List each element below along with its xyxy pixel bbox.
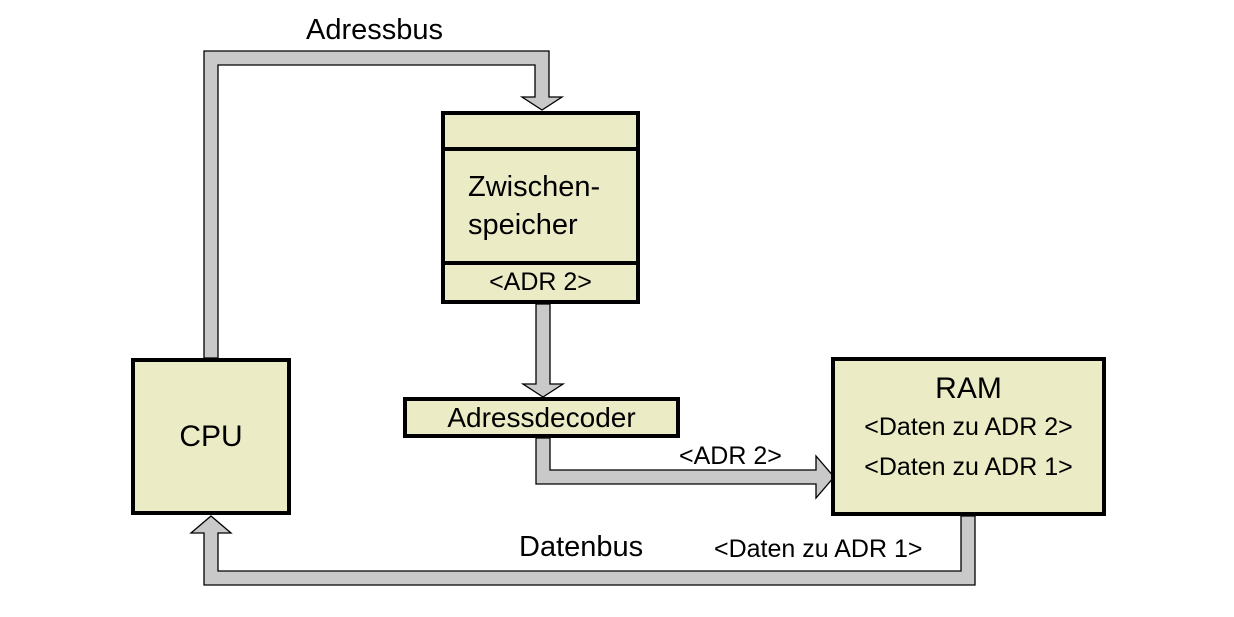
daten-zu-adr1-bus-value-label: <Daten zu ADR 1> bbox=[714, 535, 923, 563]
zwischenspeicher-empty-section bbox=[445, 115, 636, 147]
adressbus-connector bbox=[203, 50, 565, 359]
zwischenspeicher-label-line2: speicher bbox=[468, 209, 578, 241]
cpu-label: CPU bbox=[179, 419, 243, 453]
ram-box: RAM <Daten zu ADR 2> <Daten zu ADR 1> bbox=[831, 357, 1106, 516]
zwischenspeicher-divider-bottom bbox=[445, 261, 636, 265]
ram-title: RAM bbox=[935, 372, 1002, 405]
adressdecoder-label: Adressdecoder bbox=[447, 401, 636, 433]
zwischenspeicher-label-section: Zwischen- speicher bbox=[445, 151, 636, 261]
zwischenspeicher-to-adressdecoder-arrow bbox=[520, 303, 566, 398]
adressdecoder-to-ram-arrow bbox=[535, 437, 835, 500]
ram-row-adr2: <Daten zu ADR 2> bbox=[864, 413, 1073, 441]
cpu-box: CPU bbox=[131, 358, 291, 515]
adressbus-label: Adressbus bbox=[306, 14, 444, 46]
adressdecoder-box: Adressdecoder bbox=[403, 397, 680, 438]
zwischenspeicher-box: Zwischen- speicher <ADR 2> bbox=[441, 111, 640, 304]
ram-row-adr1: <Daten zu ADR 1> bbox=[864, 453, 1073, 481]
zwischenspeicher-label-line1: Zwischen- bbox=[468, 171, 601, 203]
zwischenspeicher-register-section: <ADR 2> bbox=[445, 265, 636, 300]
zwischenspeicher-divider-top bbox=[445, 147, 636, 151]
datenbus-connector bbox=[189, 515, 976, 586]
datenbus-label: Datenbus bbox=[519, 531, 644, 563]
zwischenspeicher-register-value: <ADR 2> bbox=[489, 268, 592, 296]
adr2-bus-value-label: <ADR 2> bbox=[679, 442, 782, 470]
